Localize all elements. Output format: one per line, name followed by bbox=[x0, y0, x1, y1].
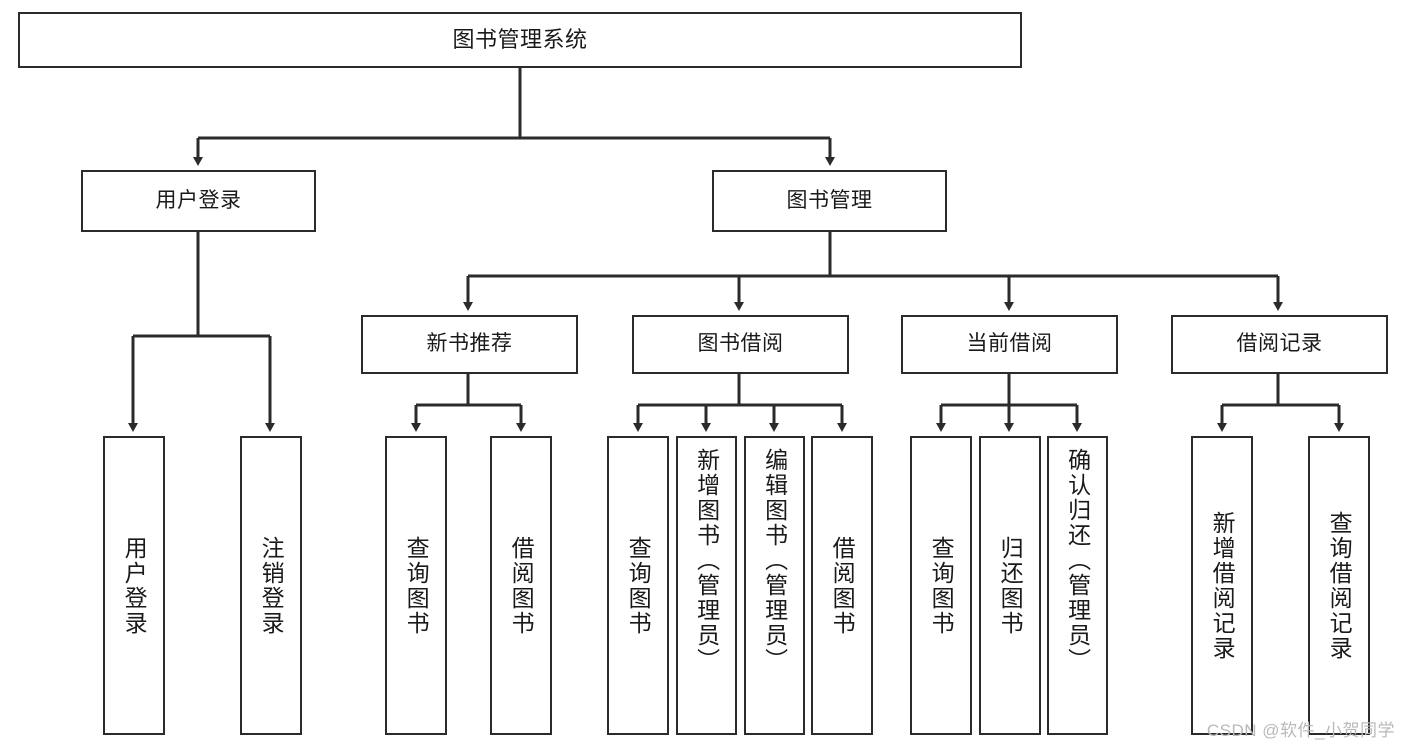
leaf-current-borrow-confirm-return-admin[interactable]: 确认归还（管理员） bbox=[1047, 436, 1108, 735]
node-label: 查询图书 bbox=[928, 535, 955, 636]
node-label: 图书管理 bbox=[786, 188, 873, 212]
node-root-book-management-system[interactable]: 图书管理系统 bbox=[18, 12, 1022, 68]
node-label: 借阅图书 bbox=[829, 535, 856, 636]
node-label: 查询图书 bbox=[403, 535, 430, 636]
node-book-management[interactable]: 图书管理 bbox=[712, 170, 947, 232]
leaf-new-book-borrow-book[interactable]: 借阅图书 bbox=[490, 436, 552, 735]
node-current-borrow[interactable]: 当前借阅 bbox=[901, 315, 1118, 374]
leaf-user-login-logout[interactable]: 注销登录 bbox=[240, 436, 302, 735]
leaf-current-borrow-query-book[interactable]: 查询图书 bbox=[910, 436, 972, 735]
node-label: 注销登录 bbox=[258, 535, 285, 636]
node-label: 用户登录 bbox=[121, 535, 148, 636]
node-label: 图书借阅 bbox=[697, 332, 784, 356]
node-label: 借阅记录 bbox=[1236, 332, 1323, 356]
node-label: 借阅图书 bbox=[508, 535, 535, 636]
node-label: 用户登录 bbox=[155, 188, 242, 212]
node-label: 新增借阅记录 bbox=[1209, 510, 1236, 661]
leaf-book-borrow-edit-book-admin[interactable]: 编辑图书（管理员） bbox=[744, 436, 805, 735]
leaf-book-borrow-borrow-book[interactable]: 借阅图书 bbox=[811, 436, 873, 735]
node-label: 新增图书（管理员） bbox=[693, 448, 720, 673]
csdn-watermark: CSDN @软件_小贺同学 bbox=[1206, 721, 1395, 740]
node-label: 当前借阅 bbox=[966, 332, 1053, 356]
leaf-book-borrow-query-book[interactable]: 查询图书 bbox=[607, 436, 669, 735]
node-borrow-record[interactable]: 借阅记录 bbox=[1171, 315, 1388, 374]
leaf-new-book-query-book[interactable]: 查询图书 bbox=[385, 436, 447, 735]
node-label: 查询借阅记录 bbox=[1326, 510, 1353, 661]
node-label: 图书管理系统 bbox=[452, 27, 588, 53]
node-label: 查询图书 bbox=[625, 535, 652, 636]
node-new-book-recommend[interactable]: 新书推荐 bbox=[361, 315, 578, 374]
leaf-current-borrow-return-book[interactable]: 归还图书 bbox=[979, 436, 1041, 735]
leaf-user-login-login[interactable]: 用户登录 bbox=[103, 436, 165, 735]
node-book-borrow[interactable]: 图书借阅 bbox=[632, 315, 849, 374]
leaf-book-borrow-add-book-admin[interactable]: 新增图书（管理员） bbox=[676, 436, 737, 735]
node-label: 归还图书 bbox=[997, 535, 1024, 636]
leaf-borrow-record-query-record[interactable]: 查询借阅记录 bbox=[1308, 436, 1370, 735]
node-label: 新书推荐 bbox=[426, 332, 513, 356]
node-user-login[interactable]: 用户登录 bbox=[81, 170, 316, 232]
node-label: 编辑图书（管理员） bbox=[761, 448, 788, 673]
leaf-borrow-record-add-record[interactable]: 新增借阅记录 bbox=[1191, 436, 1253, 735]
node-label: 确认归还（管理员） bbox=[1064, 448, 1091, 673]
